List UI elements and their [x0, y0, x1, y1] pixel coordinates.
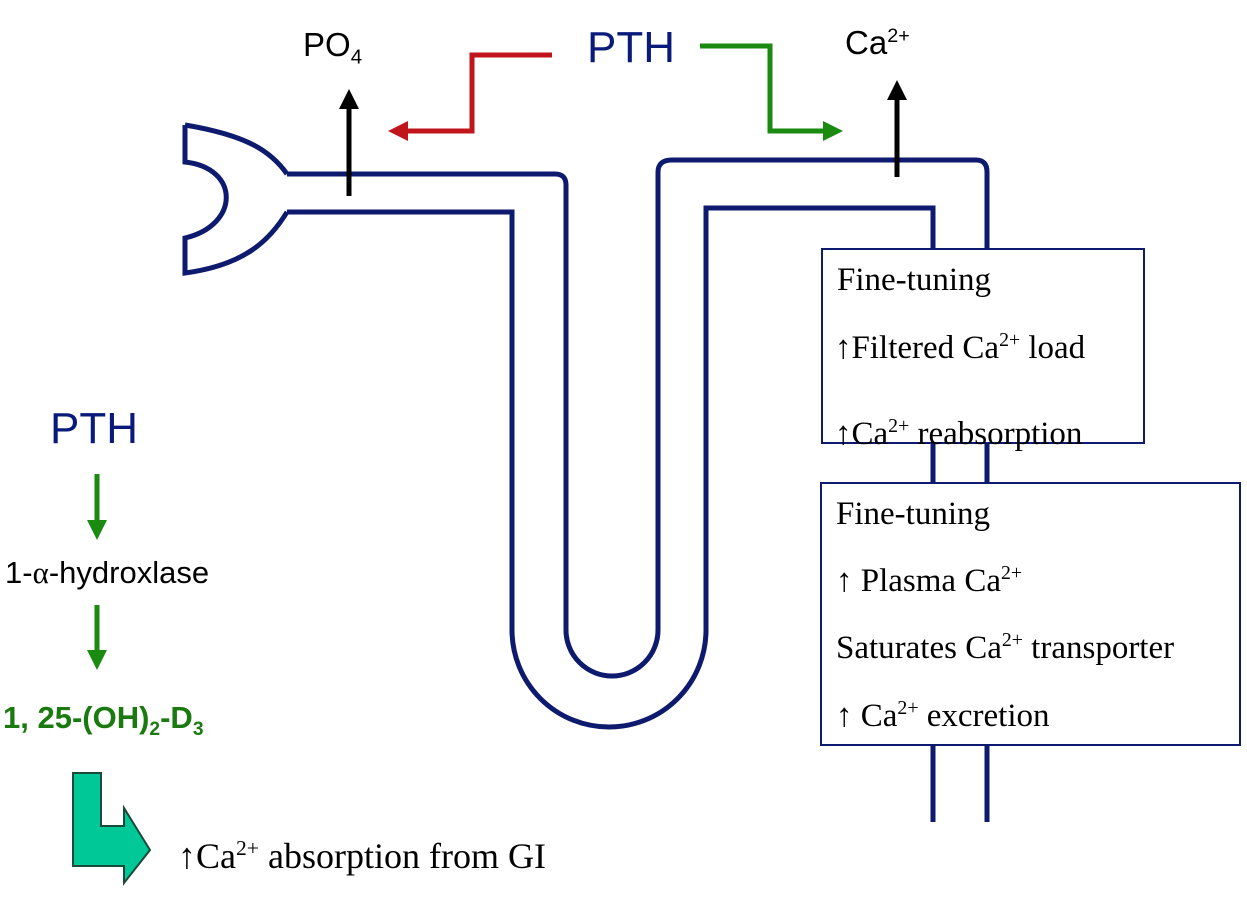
- ca-label: Ca2+: [845, 24, 910, 62]
- loop-of-henle: [512, 630, 706, 727]
- box2-line1: ↑ Plasma Ca2+: [836, 563, 1022, 600]
- pth-inhibit-po4-arrow: [398, 55, 552, 131]
- pth-stimulate-ca-arrow: [700, 46, 833, 131]
- box2-line3: ↑ Ca2+ excretion: [836, 698, 1050, 735]
- pth-vitd-label: PTH: [50, 404, 138, 454]
- box2-title: Fine-tuning: [836, 496, 990, 533]
- gi-absorption-arrow: [73, 773, 150, 883]
- fine-tuning-box-1: Fine-tuning ↑Filtered Ca2+ load ↑Ca2+ re…: [821, 248, 1145, 444]
- box1-line1: ↑Filtered Ca2+ load: [835, 330, 1085, 367]
- box1-line2: ↑Ca2+ reabsorption: [835, 416, 1082, 453]
- fine-tuning-box-2: Fine-tuning ↑ Plasma Ca2+ Saturates Ca2+…: [820, 482, 1241, 746]
- box2-line2: Saturates Ca2+ transporter: [836, 630, 1174, 667]
- proximal-tubule: [287, 174, 566, 630]
- vitamin-d-label: 1, 25-(OH)2-D3: [3, 700, 204, 736]
- po4-label: PO4: [303, 26, 362, 64]
- hydroxylase-label: 1-α-hydroxlase: [5, 555, 209, 591]
- box1-title: Fine-tuning: [837, 262, 991, 299]
- pth-kidney-label: PTH: [587, 23, 675, 73]
- bowmans-capsule: [185, 125, 287, 273]
- gi-absorption-label: ↑Ca2+ absorption from GI: [178, 835, 546, 877]
